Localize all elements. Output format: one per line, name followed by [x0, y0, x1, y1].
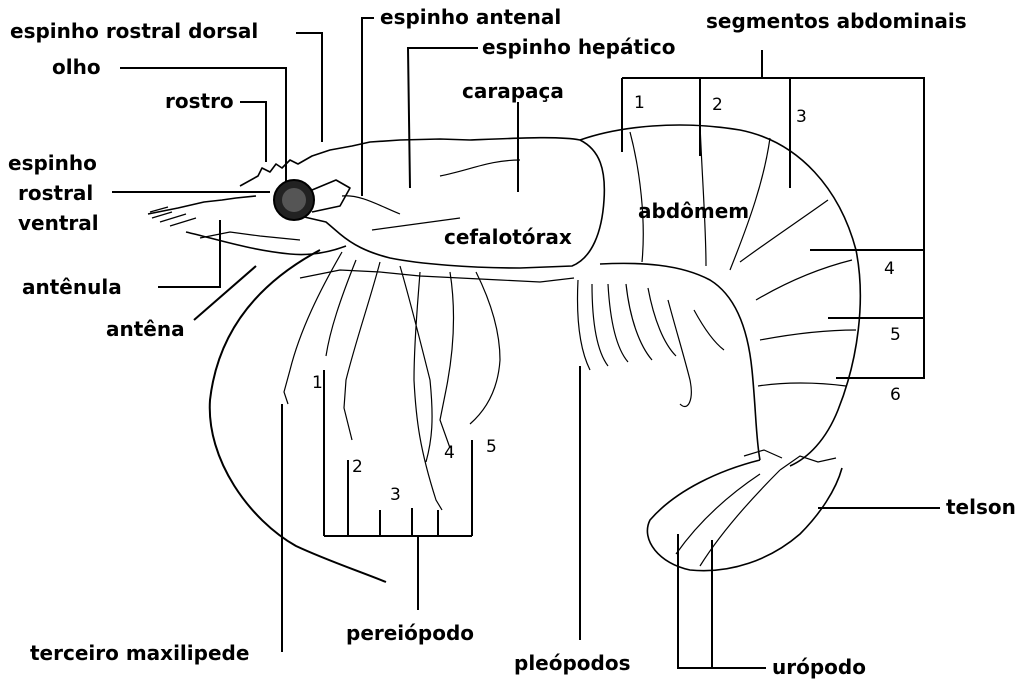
label-cefalotorax: cefalotórax — [444, 225, 572, 249]
label-rostro: rostro — [165, 89, 234, 113]
label-espinho-rostral-ventral-line3: ventral — [18, 211, 99, 235]
label-espinho-rostral-dorsal: espinho rostral dorsal — [10, 19, 258, 43]
segment-number-3: 3 — [796, 107, 807, 127]
leader-lines — [112, 18, 940, 668]
segment-number-2: 2 — [712, 95, 723, 115]
leg-number-5: 5 — [486, 437, 497, 457]
label-antena: antêna — [106, 317, 185, 341]
rostrum-ventral — [148, 196, 256, 214]
segment-number-6: 6 — [890, 385, 901, 405]
label-espinho-hepatico: espinho hepático — [482, 35, 675, 59]
segment-number-1: 1 — [634, 93, 645, 113]
antennule — [186, 232, 346, 255]
label-espinho-antenal: espinho antenal — [380, 5, 561, 29]
label-terceiro-maxilipede: terceiro maxilipede — [30, 641, 249, 665]
abdomen-outline — [580, 125, 860, 466]
segment-number-4: 4 — [884, 259, 895, 279]
label-pleopodos: pleópodos — [514, 651, 631, 675]
leg-number-1: 1 — [312, 373, 323, 393]
label-espinho-rostral-ventral-line2: rostral — [18, 181, 93, 205]
rostrum — [240, 139, 470, 186]
segment-number-5: 5 — [890, 325, 901, 345]
label-espinho-rostral-ventral-line1: espinho — [8, 151, 97, 175]
label-telson: telson — [946, 495, 1016, 519]
abdomen-ventral — [600, 263, 760, 460]
label-carapaca: carapaça — [462, 79, 564, 103]
labels: espinho rostral dorsal olho rostro espin… — [8, 5, 1016, 679]
label-abdomem: abdômem — [638, 199, 749, 223]
label-antenula: antênula — [22, 275, 122, 299]
leg-numbers: 1 2 3 4 5 — [312, 373, 497, 505]
leg-number-4: 4 — [444, 443, 455, 463]
label-segmentos-abdominais: segmentos abdominais — [706, 9, 967, 33]
label-uropodo: urópodo — [772, 655, 866, 679]
label-olho: olho — [52, 55, 101, 79]
antenna-flagellum — [210, 250, 386, 582]
leg-number-3: 3 — [390, 485, 401, 505]
leg-number-2: 2 — [352, 457, 363, 477]
pleopods — [578, 280, 725, 407]
label-pereiopodo: pereiópodo — [346, 621, 474, 645]
